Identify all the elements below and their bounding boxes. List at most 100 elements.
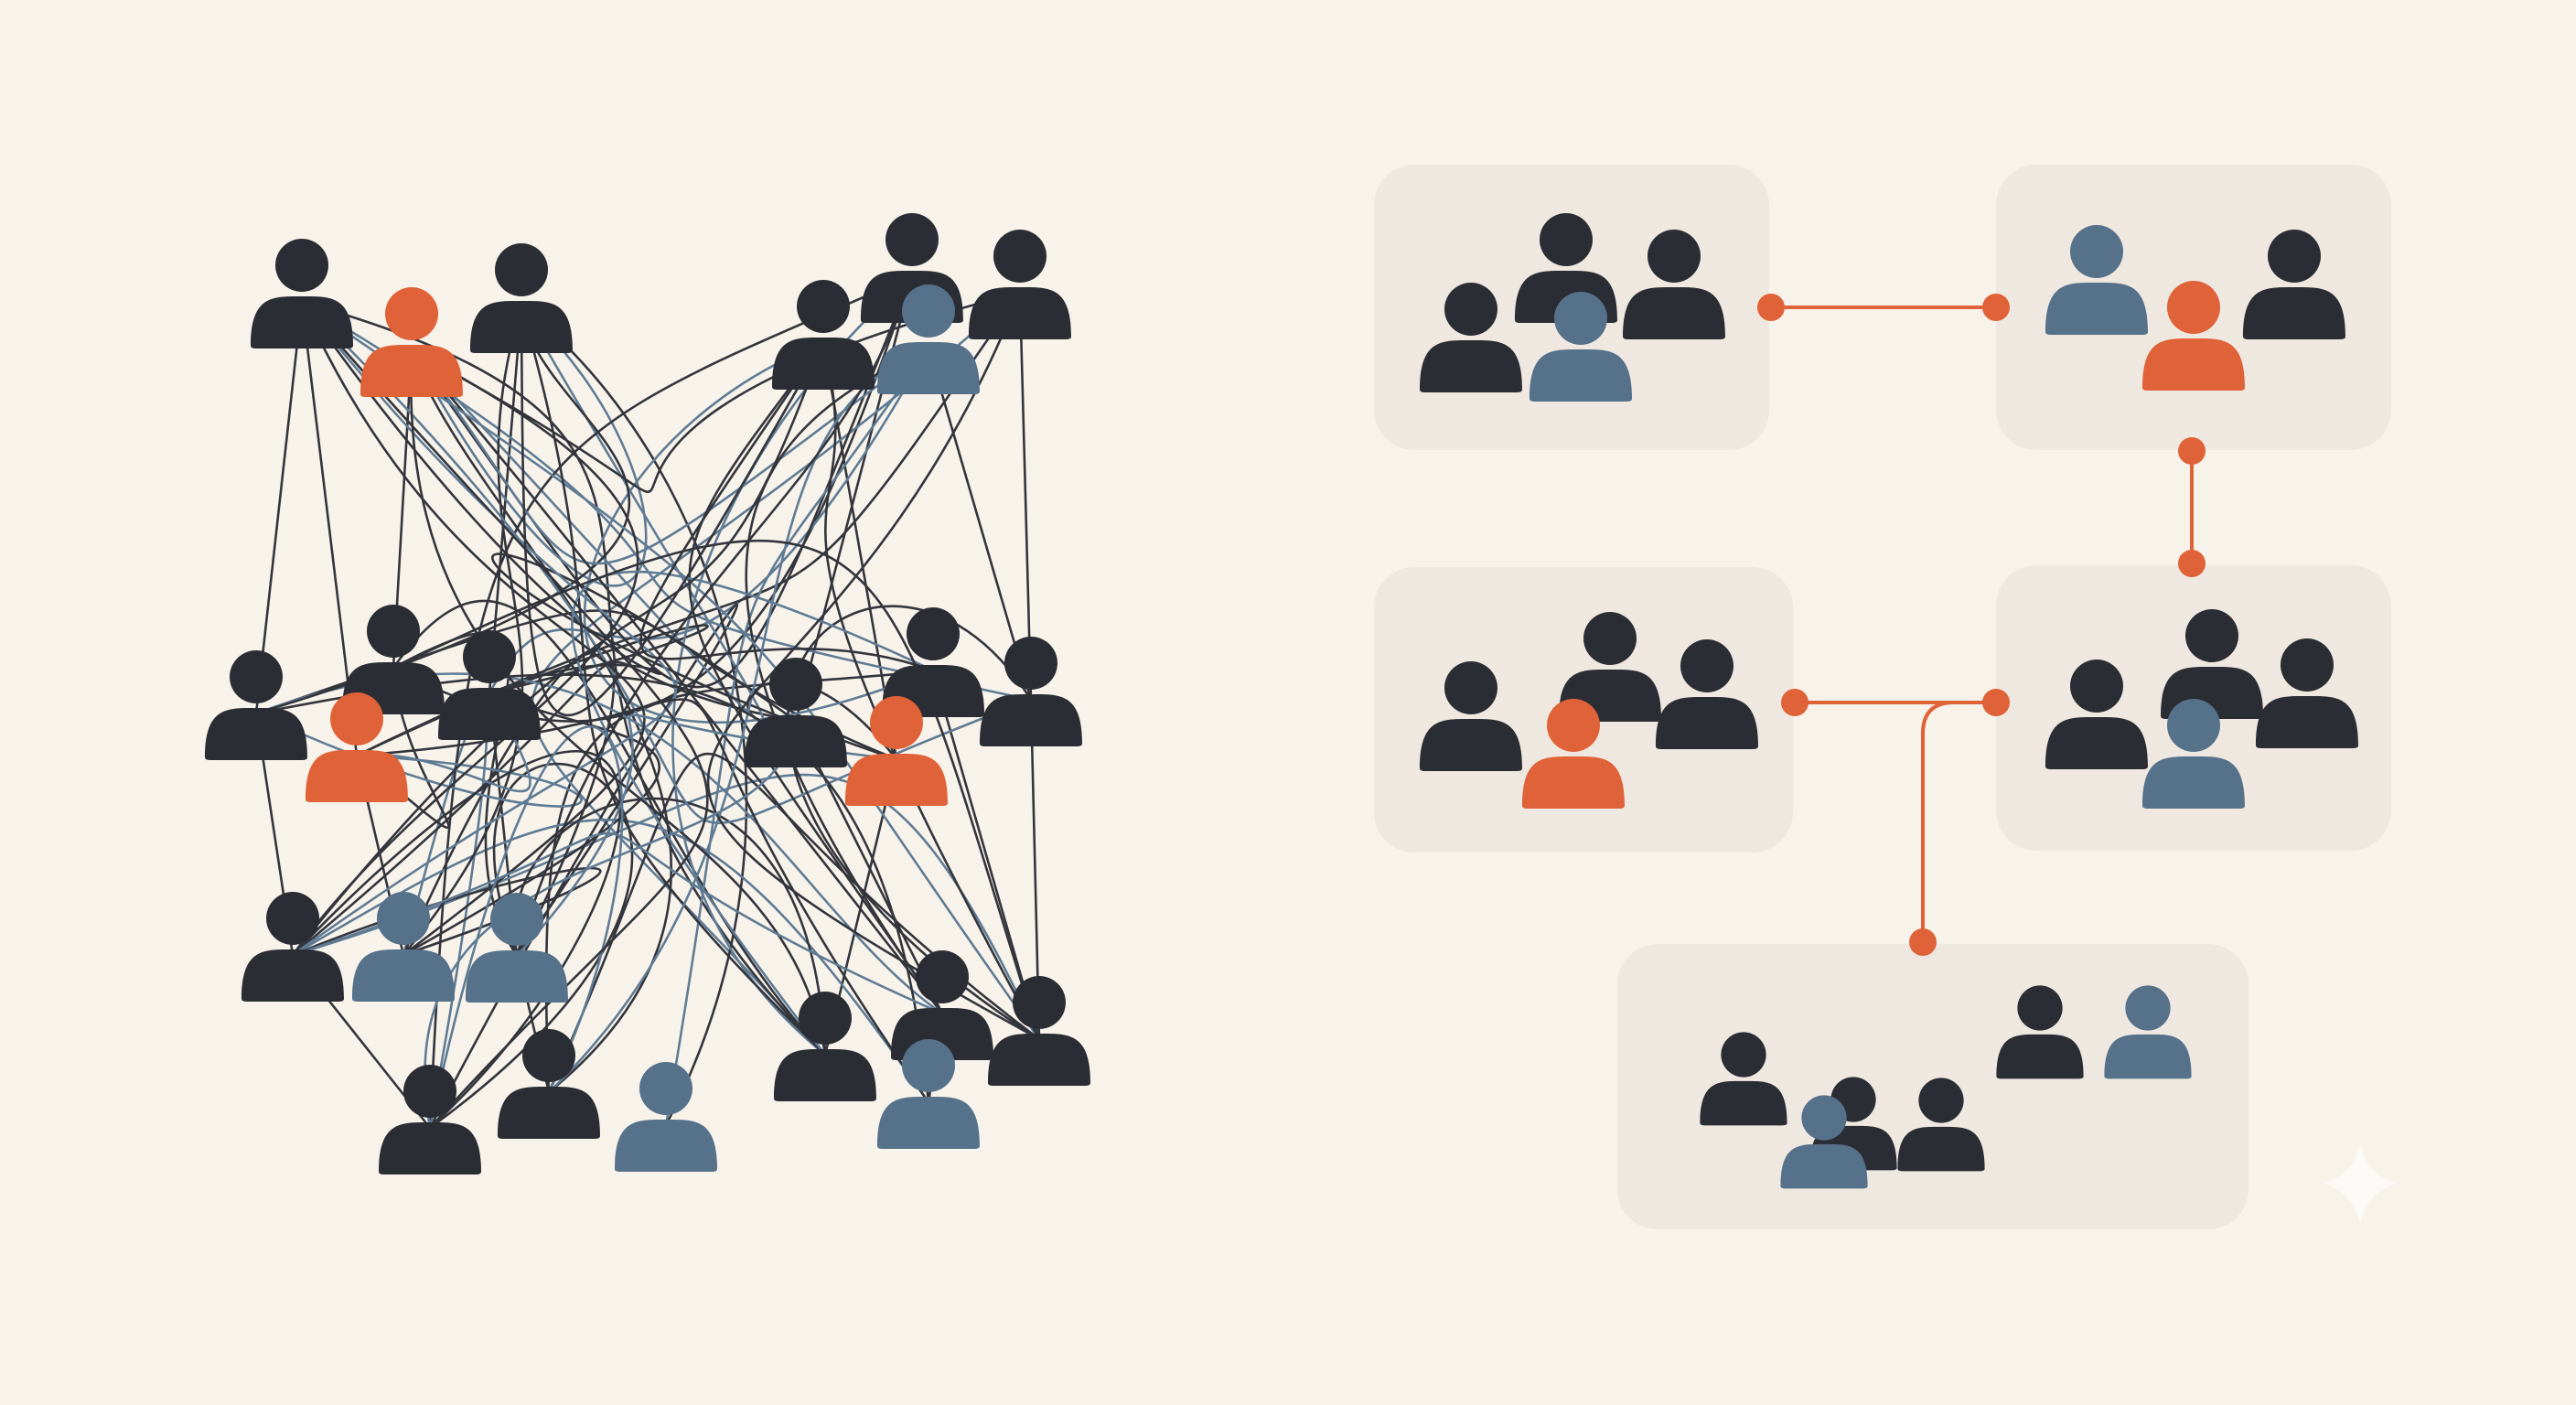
person-body (877, 1096, 980, 1149)
person-body (466, 949, 568, 1003)
connection-curve (515, 713, 898, 958)
person-body (205, 707, 307, 760)
person-head (1554, 292, 1607, 345)
person-icon (1420, 661, 1522, 771)
person-body (306, 749, 408, 802)
person-icon (1623, 230, 1725, 339)
person-head (2185, 609, 2238, 662)
person-body (772, 337, 875, 390)
tangled-network-people (205, 213, 1090, 1174)
person-head (2070, 660, 2123, 713)
person-body (1420, 339, 1522, 392)
connection-curve (409, 349, 827, 1056)
person-body (1530, 349, 1632, 402)
connection-curve (547, 346, 930, 1094)
person-body (980, 693, 1082, 746)
person-icon (352, 892, 455, 1002)
person-icon (2104, 985, 2192, 1079)
person-icon (1656, 639, 1758, 749)
person-head (2281, 638, 2334, 692)
person-head (886, 213, 939, 266)
connection-curve (410, 349, 673, 1094)
person-icon (360, 287, 463, 397)
person-icon (988, 976, 1090, 1086)
person-body (498, 1086, 600, 1139)
person-icon (877, 284, 980, 394)
person-icon (1530, 292, 1632, 402)
person-head (367, 605, 420, 658)
person-head (797, 280, 850, 333)
connection-line (254, 300, 304, 715)
connection-curve (571, 570, 935, 1056)
person-head (1444, 661, 1497, 714)
person-body (877, 341, 980, 394)
person-icon (2045, 225, 2148, 335)
person-head (1680, 639, 1733, 692)
person-head (639, 1062, 692, 1115)
connector-dot (1909, 928, 1937, 956)
person-body (251, 295, 353, 349)
person-head (799, 992, 852, 1045)
person-head (1004, 637, 1057, 690)
connection-line (794, 719, 944, 1015)
connection-curve (428, 762, 634, 1130)
connection-curve (428, 274, 914, 1130)
connection-curve (392, 599, 827, 1056)
connection-curve (428, 603, 739, 1130)
organized-group-people (1420, 213, 2358, 1189)
connection-line (1018, 291, 1033, 702)
person-head (1540, 213, 1593, 266)
person-icon (1897, 1078, 1985, 1172)
person-icon (2142, 699, 2245, 809)
connection-curve (355, 698, 930, 1104)
person-head (275, 239, 328, 292)
person-icon (2045, 660, 2148, 769)
person-icon (615, 1062, 717, 1172)
person-body (1700, 1080, 1787, 1126)
connection-curve (402, 305, 524, 957)
person-body (2256, 695, 2358, 748)
person-icon (379, 1065, 481, 1174)
person-head (385, 287, 438, 340)
connection-line (927, 346, 1033, 702)
connector-dot (1982, 689, 2010, 716)
connection-curve (639, 341, 935, 672)
person-head (907, 607, 960, 660)
person-icon (2243, 230, 2345, 339)
person-head (330, 692, 383, 745)
person-head (490, 893, 543, 946)
connection-curve (291, 819, 930, 1104)
person-icon (1700, 1032, 1787, 1126)
person-icon (438, 630, 541, 740)
person-icon (205, 650, 307, 760)
person-body (2045, 282, 2148, 335)
person-body (360, 344, 463, 397)
connection-curve (300, 300, 1033, 702)
person-icon (1522, 699, 1625, 809)
person-head (870, 696, 923, 749)
person-head (230, 650, 283, 703)
connection-curve (664, 346, 930, 1127)
connection-curve (688, 341, 944, 1015)
person-head (2167, 281, 2220, 334)
person-body (470, 300, 573, 353)
person-head (769, 658, 822, 711)
connector-dot (1781, 689, 1809, 716)
connection-curve (300, 300, 1041, 1041)
sparkle-icon (2324, 1143, 2397, 1224)
connector-dot (2178, 437, 2206, 465)
person-body (2243, 286, 2345, 339)
person-icon (745, 658, 847, 767)
person-icon (242, 892, 344, 1002)
person-body (2104, 1034, 2192, 1079)
connection-curve (300, 300, 827, 1056)
person-icon (772, 280, 875, 390)
person-head (495, 243, 548, 296)
person-head (2268, 230, 2321, 283)
connection-curve (291, 831, 944, 1015)
person-icon (774, 992, 876, 1101)
person-head (1648, 230, 1701, 283)
connector-dot (2178, 550, 2206, 577)
connection-curve (491, 552, 898, 761)
connection-curve (520, 305, 825, 716)
